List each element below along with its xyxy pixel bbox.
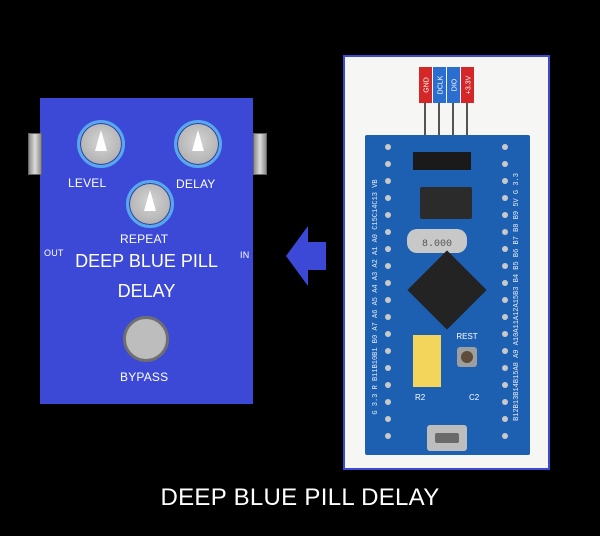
output-jack bbox=[28, 133, 42, 175]
gnd-pin-label: GND bbox=[424, 77, 431, 93]
dclk-pin-label: DCLK bbox=[438, 75, 445, 94]
r2-label: R2 bbox=[415, 393, 426, 402]
pedal-body: LEVEL DELAY REPEAT OUT IN DEEP BLUE PILL… bbox=[40, 98, 253, 404]
right-pin-labels: B12B13B14B15A8 A9 A10A11A12A15B3 B4 B5 B… bbox=[513, 173, 521, 421]
header-connector bbox=[413, 152, 471, 170]
c2-label: C2 bbox=[469, 393, 480, 402]
level-knob-pointer-icon bbox=[95, 130, 107, 151]
out-label: OUT bbox=[44, 248, 64, 258]
level-knob[interactable] bbox=[77, 120, 125, 168]
pedal-name-line2: DELAY bbox=[117, 281, 176, 301]
v33-pin-label: +3.3V bbox=[466, 75, 473, 94]
level-label: LEVEL bbox=[68, 176, 107, 190]
board-frame: GND DCLK DIO +3.3V bbox=[343, 55, 550, 470]
dio-pin-label: DIO bbox=[452, 78, 459, 91]
crystal-label: 8.000 bbox=[422, 239, 452, 250]
dio-pin-tag bbox=[447, 67, 460, 103]
crystal bbox=[407, 229, 467, 253]
bypass-label: BYPASS bbox=[120, 370, 169, 384]
boot-jumpers bbox=[413, 335, 441, 387]
pedal-name-line1: DEEP BLUE PILL bbox=[75, 251, 218, 271]
mcu-chip bbox=[407, 250, 487, 330]
blue-pill-board: GND DCLK DIO +3.3V bbox=[365, 67, 530, 455]
reset-label: REST bbox=[456, 332, 477, 341]
gnd-pin-tag bbox=[419, 67, 432, 103]
repeat-knob-pointer-icon bbox=[144, 190, 156, 211]
pin-holes bbox=[385, 144, 508, 439]
delay-knob-pointer-icon bbox=[192, 130, 204, 151]
signal-arrow-icon bbox=[286, 226, 326, 286]
delay-knob[interactable] bbox=[174, 120, 222, 168]
bypass-footswitch[interactable] bbox=[123, 316, 169, 362]
left-pin-labels: G 3.3 R B11B10B1 B0 A7 A6 A5 A4 A3 A2 A1… bbox=[372, 179, 380, 414]
footer-title: DEEP BLUE PILL DELAY bbox=[160, 484, 440, 511]
delay-label: DELAY bbox=[176, 177, 216, 191]
repeat-knob[interactable] bbox=[126, 180, 174, 228]
v33-pin-tag bbox=[461, 67, 474, 103]
reset-ic bbox=[420, 187, 472, 219]
in-label: IN bbox=[240, 250, 250, 260]
repeat-label: REPEAT bbox=[120, 232, 169, 246]
dclk-pin-tag bbox=[433, 67, 446, 103]
input-jack bbox=[253, 133, 267, 175]
